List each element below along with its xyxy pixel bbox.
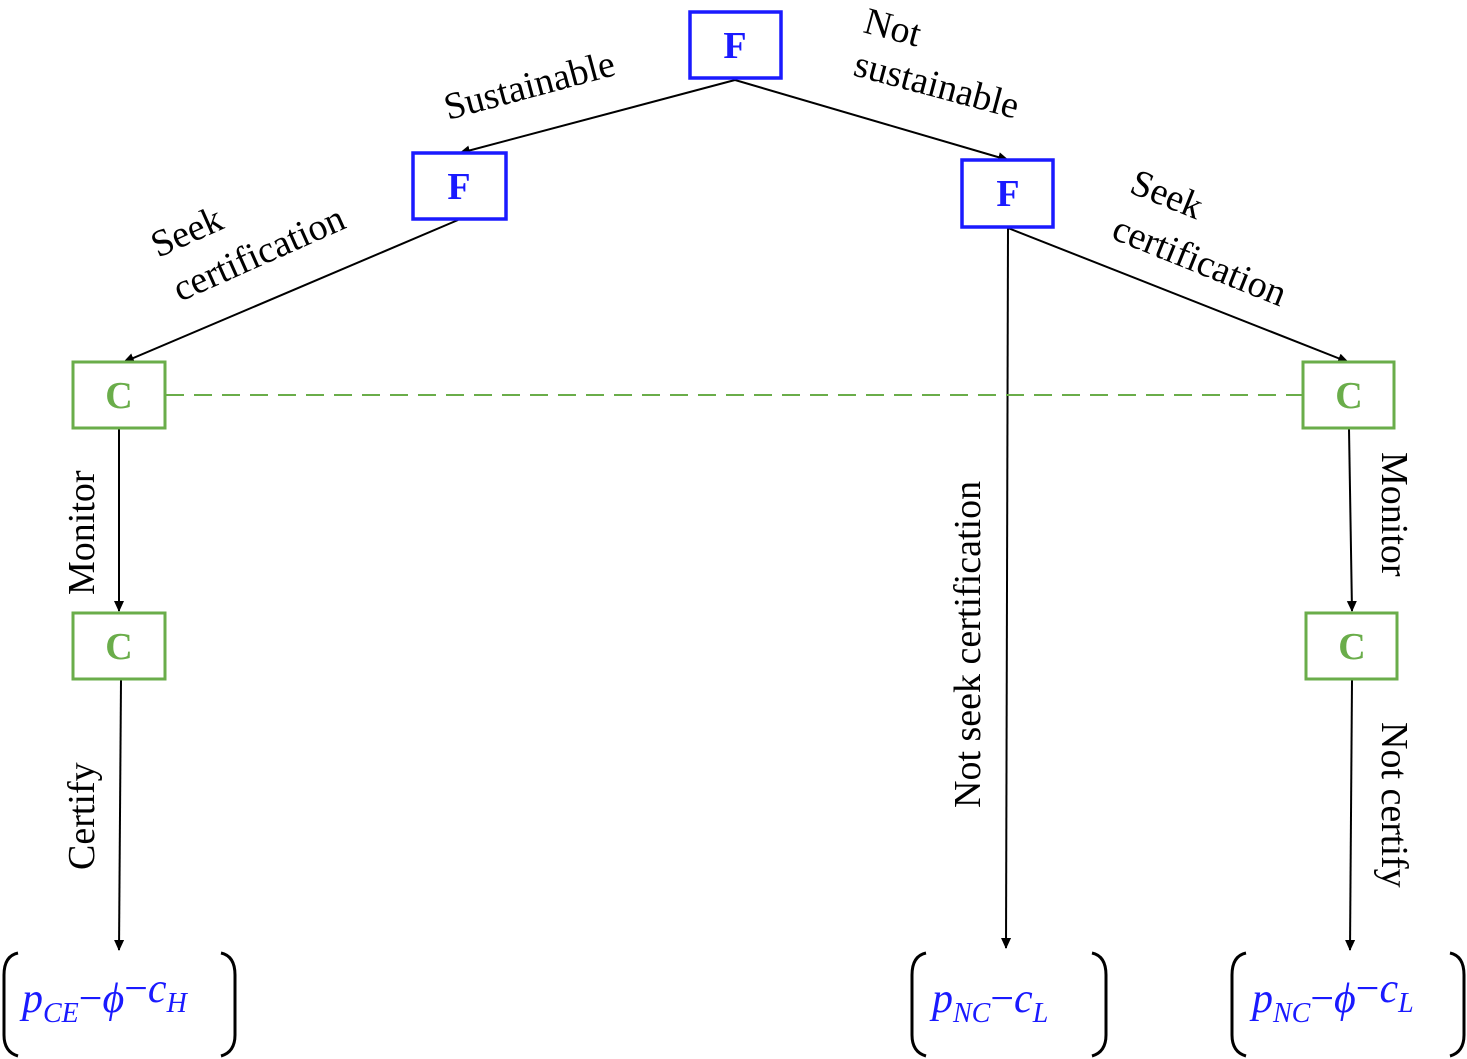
label-not-seek-certification: Not seek certification [947,481,989,808]
payoff-subscript: L [1032,998,1049,1029]
node-certifier-right-1: C [1301,360,1396,430]
payoff-operator: − [1356,966,1380,1012]
payoff-expression: pNC−ϕ−cL [1249,966,1414,1029]
edge-not-certify [1345,679,1356,951]
node-certifier-left-2: C [71,611,167,681]
payoff-variable: ϕ [1334,976,1356,1022]
edge-monitor-right [1346,428,1357,612]
node-certifier-right-2: C [1304,611,1399,681]
payoff-variable: c [148,966,167,1012]
payoff-operator: − [1310,976,1334,1022]
node-label: C [1335,375,1362,417]
payoff-variable: p [1249,976,1273,1022]
payoff-operator: − [990,976,1014,1022]
label-monitor-left: Monitor [61,470,103,595]
node-firm-not-sustainable: F [960,158,1055,229]
edge-not-seek [1001,227,1012,949]
label-not-sustainable-line2: sustainable [850,43,1024,127]
node-firm-sustainable: F [411,151,508,221]
payoff-operator: − [79,976,103,1022]
edge-certify [114,679,125,951]
edge-seek-left [123,219,459,363]
label-monitor-right: Monitor [1373,452,1415,577]
payoff-subscript: H [166,988,189,1019]
payoff-1: pCE−ϕ−cH [2,951,237,1058]
payoff-subscript: L [1397,988,1414,1019]
node-label: C [1338,626,1365,668]
label-sustainable: Sustainable [439,43,619,129]
label-not-certify: Not certify [1373,722,1415,888]
edge-not-sustainable [734,79,1009,162]
payoff-3: pNC−ϕ−cL [1230,951,1466,1058]
edge-sustainable [459,79,736,156]
node-root: F [688,10,783,80]
payoff-variable: c [1379,966,1398,1012]
payoff-operator: − [124,966,148,1012]
label-seek-right-line2: certification [1107,207,1293,315]
label-certify: Certify [61,762,103,870]
payoff-variable: c [1014,976,1033,1022]
node-certifier-left-1: C [71,360,167,430]
payoff-2: pNC−cL [910,951,1108,1058]
payoff-variable: p [929,976,953,1022]
payoff-expression: pNC−cL [929,976,1048,1029]
node-label: C [105,626,132,668]
edge-seek-right [1007,227,1349,363]
node-label: F [996,173,1019,215]
payoff-variable: ϕ [102,976,124,1022]
payoff-subscript: NC [952,998,991,1029]
payoff-variable: p [19,976,43,1022]
node-label: C [105,375,132,417]
node-label: F [447,166,470,208]
node-label: F [723,25,746,67]
payoff-expression: pCE−ϕ−cH [19,966,189,1029]
payoff-subscript: CE [43,998,79,1029]
payoff-subscript: NC [1272,998,1311,1029]
